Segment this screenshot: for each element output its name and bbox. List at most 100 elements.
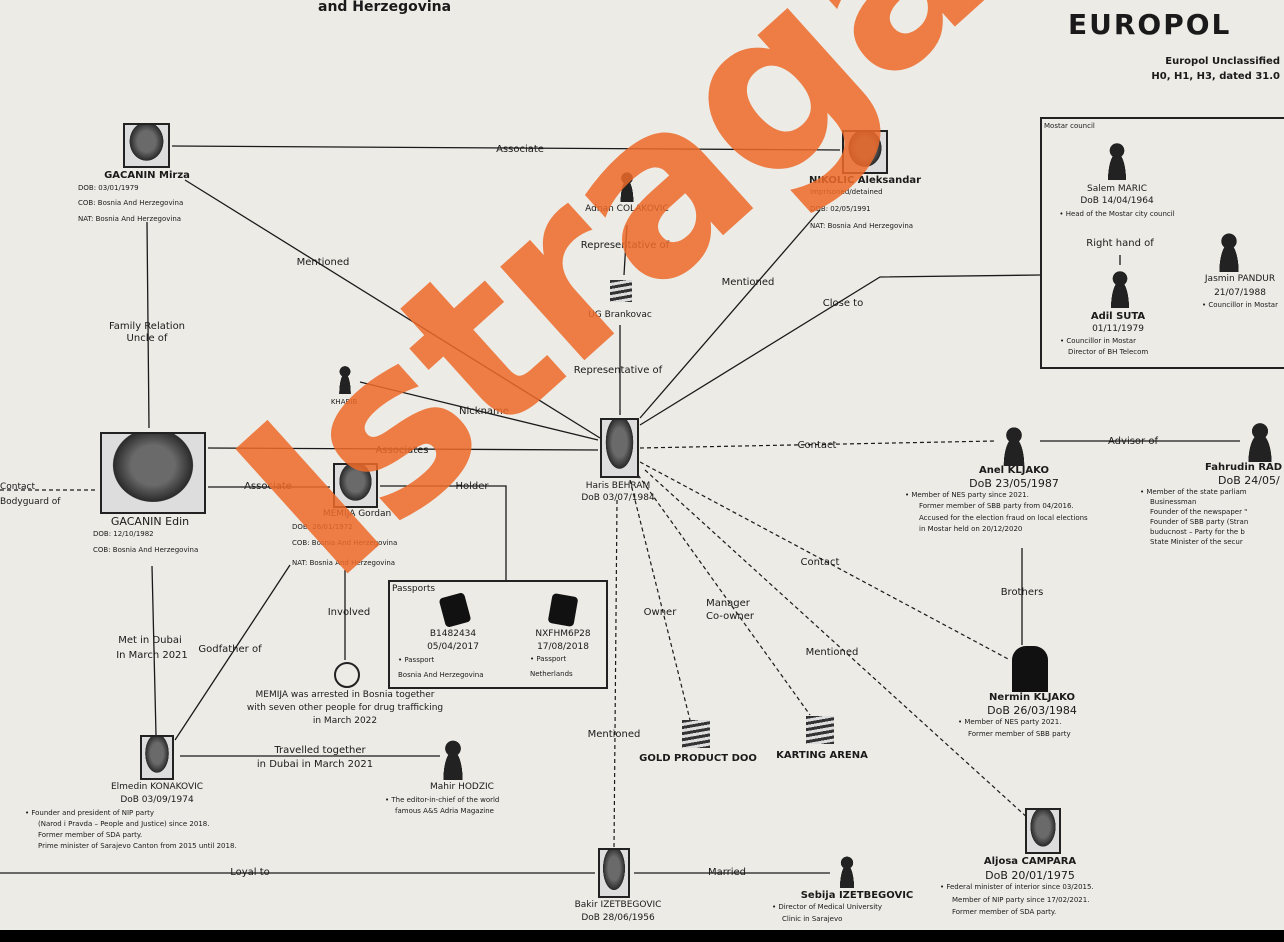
node-detail: famous A&S Adria Magazine [395, 807, 494, 815]
node-detail: Member of NIP party since 17/02/2021. [952, 896, 1090, 904]
mostar-council-group [1040, 117, 1284, 369]
node-detail: Director of BH Telecom [1068, 348, 1149, 356]
photo-sebija [836, 852, 858, 888]
event-text: MEMIJA was arrested in Bosnia together [255, 690, 435, 700]
node-detail: Head of the Mostar city council [1059, 210, 1175, 219]
photo-pandur [1214, 228, 1244, 272]
node-name: Salem MARIC [1086, 184, 1148, 194]
edge-label: Travelled together [273, 745, 366, 756]
node-detail: Businessman [1150, 498, 1197, 506]
edge-label: Mentioned [806, 647, 859, 658]
edge-contact-anel [639, 440, 996, 449]
node-name: GACANIN Edin [110, 515, 190, 528]
node-detail: Councillor in Mostar [1060, 337, 1136, 346]
edge-label: Brothers [1001, 587, 1044, 598]
edge-label: In March 2021 [116, 650, 188, 661]
node-name: NIKOLIC Aleksandar [808, 175, 922, 186]
edge-mentioned-campara [644, 469, 1031, 821]
passport-number: B1482434 [429, 629, 477, 639]
node-detail: Prime minister of Sarajevo Canton from 2… [38, 842, 237, 850]
node-detail: 01/11/1979 [1092, 324, 1144, 334]
passport-icon [547, 592, 579, 628]
edge-holder [380, 485, 507, 580]
node-detail: Former member of SDA party. [952, 908, 1057, 916]
europol-logo: EUROPOL [1068, 8, 1232, 41]
edge-label: Close to [823, 298, 863, 309]
node-detail: DOB: 12/10/1982 [93, 530, 154, 538]
node-name: Fahrudin RAD [1205, 462, 1283, 473]
node-name: Adil SUTA [1090, 311, 1146, 322]
edge-label: Holder [455, 481, 489, 492]
node-name: Haris BEHRAM [585, 481, 651, 491]
group-title: Passports [392, 584, 436, 594]
node-name: Elmedin KONAKOVIC [110, 782, 204, 792]
node-detail: Founder and president of NIP party [25, 809, 154, 818]
edge-mentioned-nikolic [639, 209, 821, 419]
node-name: Sebija IZETBEGOVIC [800, 890, 914, 901]
classification: Europol Unclassified [1165, 56, 1280, 67]
edge-associates [207, 447, 599, 451]
node-detail: Imprisoned/detained [810, 188, 883, 196]
node-detail: DOB: 02/05/1991 [810, 205, 871, 213]
node-detail: Director of Medical University [772, 903, 882, 912]
edge-label: Family Relation [109, 321, 185, 332]
document-header: and Herzegovina [318, 0, 452, 15]
edge-label: Associate [496, 144, 544, 155]
edge-label: Co-owner [706, 611, 755, 622]
photo-nikolic [842, 130, 888, 174]
node-detail: DoB 28/06/1956 [581, 913, 655, 923]
edge-label: Contact [798, 440, 837, 451]
node-detail: Former member of SBB party [968, 730, 1071, 738]
node-detail: NAT: Bosnia And Herzegovina [292, 559, 396, 567]
node-name: GOLD PRODUCT DOO [639, 753, 757, 764]
edge-close-to [639, 274, 1041, 426]
node-detail: (Narod i Pravda – People and Justice) si… [38, 820, 210, 828]
edge-family [146, 221, 150, 429]
photo-bakir [598, 848, 630, 898]
company-icon [682, 720, 710, 748]
edge-label: Uncle of [127, 333, 168, 344]
edge-label: Contact [801, 557, 840, 568]
passport-date: 17/08/2018 [537, 642, 589, 652]
edge-label: Associates [375, 445, 428, 456]
node-detail: Member of NES party since 2021. [905, 491, 1029, 500]
node-detail: DoB 20/01/1975 [985, 869, 1075, 882]
node-detail: COB: Bosnia And Herzegovina [78, 199, 184, 207]
edge-manager [637, 474, 811, 716]
node-detail: Member of the state parliam [1140, 488, 1246, 497]
photo-suta [1106, 266, 1134, 308]
photo-gacanin-mirza [123, 123, 170, 168]
node-detail: Accused for the election fraud on local … [919, 514, 1088, 522]
event-text: in March 2022 [312, 716, 378, 726]
node-detail: DoB 03/07/1984 [581, 493, 655, 503]
node-name: Mahir HODZIC [430, 782, 494, 792]
edge-label: Godfather of [198, 644, 262, 655]
node-detail: Founder of the newspaper " [1150, 508, 1248, 516]
person-icon [336, 362, 354, 394]
event-text: with seven other people for drug traffic… [246, 703, 444, 713]
node-name: GACANIN Mirza [104, 170, 190, 181]
edge-label: Met in Dubai [118, 635, 181, 646]
passport-country: Netherlands [530, 670, 573, 678]
photo-gacanin-edin [100, 432, 206, 514]
edge-owner [629, 479, 691, 721]
edge-label: Married [708, 867, 746, 878]
node-name: Jasmin PANDUR [1204, 274, 1276, 284]
node-name: Aljosa CAMPARA [983, 856, 1077, 867]
edge-label: Involved [328, 607, 371, 618]
edge-label: Mentioned [588, 729, 641, 740]
edge-label: Associate [244, 481, 292, 492]
edge-mentioned-mirza [184, 179, 601, 439]
edge-label: Nickname [459, 406, 509, 417]
photo-fahrudin [1242, 418, 1278, 462]
node-detail: State Minister of the secur [1150, 538, 1243, 546]
node-detail: COB: Bosnia And Herzegovina [292, 539, 398, 547]
passport-number: NXFHM6P28 [535, 629, 591, 639]
node-detail: DOB: 26/01/1972 [292, 523, 353, 531]
node-detail: DOB: 03/01/1979 [78, 184, 139, 192]
edge-associate-top [171, 145, 841, 151]
node-detail: DoB 24/05/ [1218, 474, 1280, 487]
edge-label: Representative of [581, 240, 670, 251]
node-detail: Member of NES party 2021. [958, 718, 1061, 727]
